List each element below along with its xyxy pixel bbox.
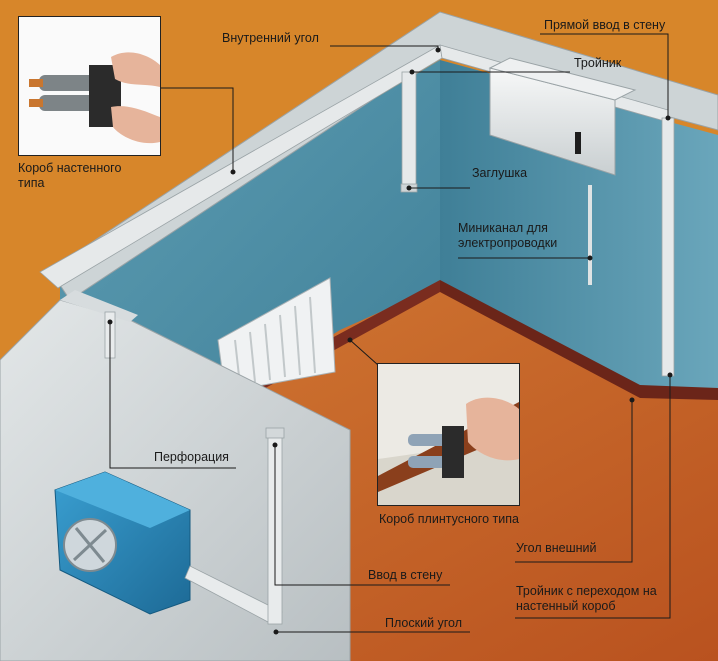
wall-duct-right-vertical (661, 117, 675, 377)
label-tee: Тройник (574, 56, 622, 70)
leader-lines (107, 33, 673, 635)
radiator (217, 277, 336, 393)
wall-box-photo (19, 17, 160, 155)
label-direct-entry: Прямой ввод в стену (544, 18, 666, 32)
back-right-wall (440, 60, 718, 395)
inset-skirting-box (377, 363, 520, 506)
wall-entry-fitting (265, 427, 285, 439)
label-flat-corner: Плоский угол (385, 616, 463, 630)
outer-wall-side (60, 290, 138, 322)
label-wall-entry: Ввод в стену (368, 568, 443, 582)
label-tee-transition: Тройник с переходом на настенный короб (516, 584, 657, 613)
label-inner-corner: Внутренний угол (222, 31, 319, 45)
indoor-ac-top (488, 57, 637, 101)
label-outer-corner: Угол внешний (516, 541, 597, 555)
label-minichannel: Миниканал для электропроводки (458, 221, 558, 250)
outdoor-ac-unit (54, 471, 191, 615)
label-end-cap: Заглушка (472, 166, 528, 180)
skirting-box-photo (378, 364, 519, 505)
label-skirting-box: Короб плинтусного типа (379, 512, 519, 526)
inset-wall-box (18, 16, 161, 156)
label-perforation: Перфорация (154, 450, 229, 464)
minichannel (588, 185, 592, 285)
skirting-right (440, 280, 718, 400)
tee-drop-duct (401, 71, 417, 191)
indoor-ac-display (575, 132, 581, 154)
label-wall-box: Короб настенного типа (18, 161, 122, 190)
